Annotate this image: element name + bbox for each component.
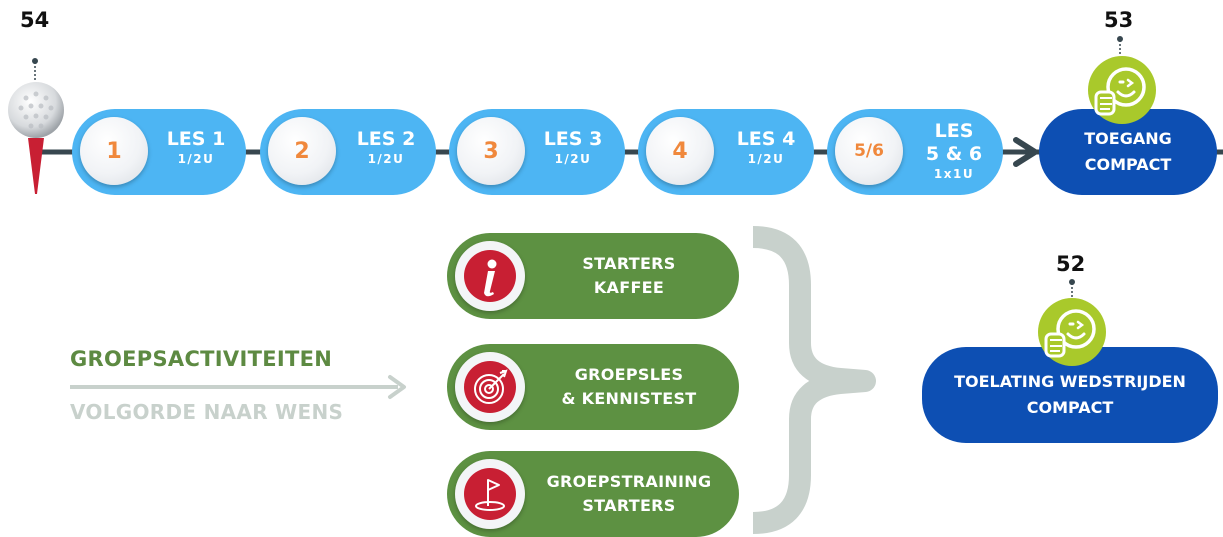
activity-1-line1: STARTERS bbox=[582, 254, 676, 273]
lesson-4-title: LES 4 bbox=[736, 128, 796, 150]
lesson-4-number: 4 bbox=[646, 117, 714, 185]
toelating-line1: TOELATING WEDSTRIJDEN bbox=[954, 372, 1186, 392]
thumbs-up-smiley-icon bbox=[1088, 56, 1156, 124]
lesson-5-6-title-2: 5 & 6 bbox=[925, 142, 983, 165]
lesson-3-number: 3 bbox=[457, 117, 525, 185]
lesson-3-title: LES 3 bbox=[543, 128, 603, 150]
activity-2-line2: & KENNISTEST bbox=[561, 389, 697, 408]
lesson-1: 1 LES 1 1/2U bbox=[72, 109, 246, 195]
golf-flag-icon bbox=[475, 479, 505, 511]
target-icon bbox=[474, 369, 508, 404]
group-arrow-icon bbox=[70, 375, 406, 399]
lesson-4-duration: 1/2U bbox=[747, 151, 785, 166]
lesson-5-6-number: 5/6 bbox=[835, 117, 903, 185]
group-activities-title: GROEPSACTIVITEITEN bbox=[70, 347, 333, 371]
marker-54: 54 bbox=[20, 8, 50, 32]
lesson-3-duration: 1/2U bbox=[554, 151, 592, 166]
thumbs-up-smiley-icon bbox=[1038, 298, 1106, 366]
activity-3-line2: STARTERS bbox=[582, 496, 676, 515]
lesson-3: 3 LES 3 1/2U bbox=[449, 109, 625, 195]
lesson-5-6: 5/6 LES 5 & 6 1x1U bbox=[827, 109, 1003, 195]
toegang-line2: COMPACT bbox=[1084, 155, 1172, 174]
marker-52: 52 bbox=[1056, 252, 1086, 276]
lesson-2-duration: 1/2U bbox=[367, 151, 405, 166]
lesson-1-duration: 1/2U bbox=[177, 151, 215, 166]
activity-3-line1: GROEPSTRAINING bbox=[546, 472, 712, 491]
lesson-2: 2 LES 2 1/2U bbox=[260, 109, 436, 195]
golf-ball-tee-icon bbox=[8, 82, 64, 194]
activity-2-line1: GROEPSLES bbox=[574, 365, 684, 384]
activity-groepsles: GROEPSLES & KENNISTEST bbox=[447, 344, 739, 430]
curly-brace bbox=[752, 226, 876, 534]
lesson-1-title: LES 1 bbox=[166, 128, 226, 150]
info-icon bbox=[484, 259, 497, 297]
lesson-5-6-duration: 1x1U bbox=[933, 166, 975, 181]
lesson-2-title: LES 2 bbox=[356, 128, 416, 150]
lesson-2-number: 2 bbox=[268, 117, 336, 185]
toegang-line1: TOEGANG bbox=[1084, 129, 1172, 149]
activity-groepstraining: GROEPSTRAINING STARTERS bbox=[447, 451, 739, 537]
lesson-1-number: 1 bbox=[80, 117, 148, 185]
group-activities-subtitle: VOLGORDE NAAR WENS bbox=[70, 400, 344, 424]
timeline-arrow-icon bbox=[1013, 137, 1038, 167]
activity-starters-kaffee: STARTERS KAFFEE bbox=[447, 233, 739, 319]
lesson-5-6-title: LES bbox=[934, 120, 974, 142]
marker-53: 53 bbox=[1104, 8, 1134, 32]
activity-1-line2: KAFFEE bbox=[593, 278, 665, 297]
lesson-4: 4 LES 4 1/2U bbox=[638, 109, 814, 195]
toelating-line2: COMPACT bbox=[1026, 398, 1114, 417]
